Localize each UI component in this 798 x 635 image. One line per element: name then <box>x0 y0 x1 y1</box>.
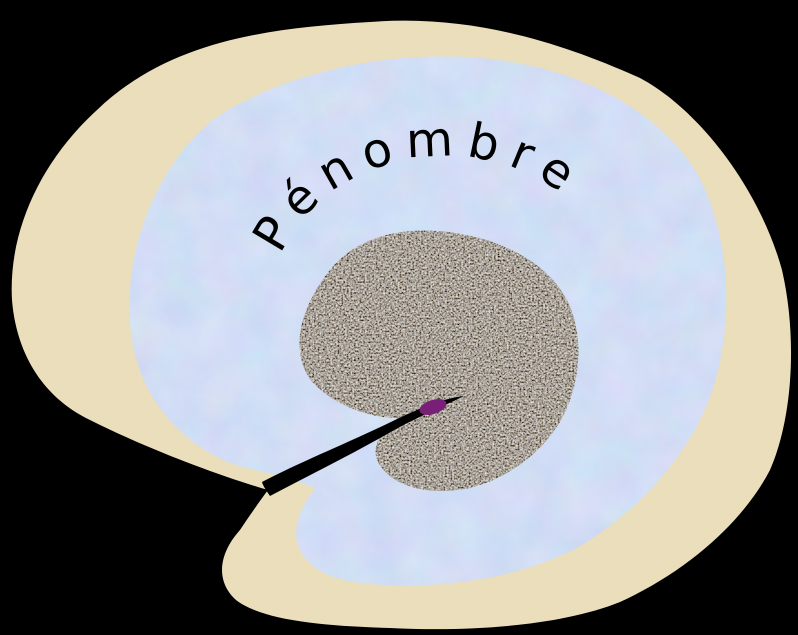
brain-diagram: Pénombre <box>0 0 798 635</box>
diagram-canvas: Pénombre <box>0 0 798 635</box>
